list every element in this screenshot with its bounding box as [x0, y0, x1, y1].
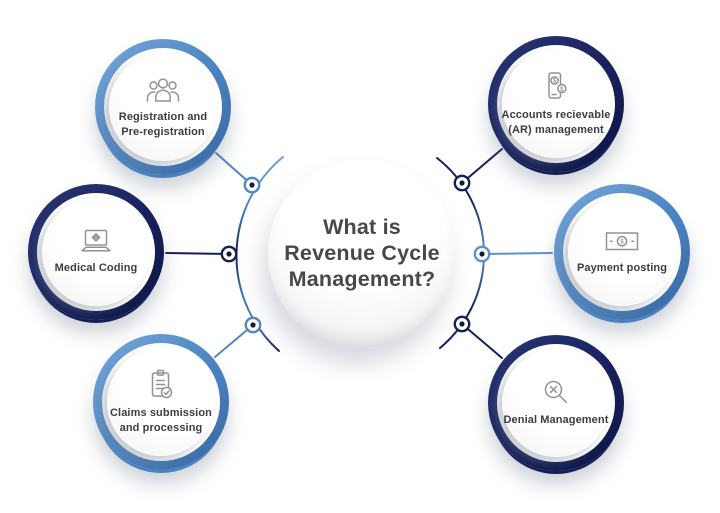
node-content: $ Payment posting	[554, 184, 690, 320]
node-payment-posting: $ Payment posting	[554, 184, 690, 320]
phone-dollar-icon: $ $	[548, 72, 567, 99]
svg-text:$: $	[620, 240, 624, 246]
node-content: Medical Coding	[28, 184, 164, 320]
node-content: $ $ Accounts recievable (AR) management	[488, 36, 624, 172]
dollar-bill-icon: $	[605, 232, 639, 251]
node-inner-circle	[568, 198, 676, 306]
bullseye-node-mid-right	[473, 245, 491, 263]
node-content: Registration and Pre-registration	[95, 39, 231, 175]
bullseye-node-top-left	[243, 176, 261, 194]
node-ar-management: $ $ Accounts recievable (AR) management	[488, 36, 624, 172]
svg-text:$: $	[560, 87, 564, 93]
node-label: Accounts recievable (AR) management	[501, 109, 611, 136]
node-content: Denial Management	[488, 335, 624, 471]
search-x-icon	[544, 381, 568, 404]
connector-ar-management	[461, 148, 503, 184]
bullseye-node-top-right	[453, 174, 471, 192]
node-inner-circle	[502, 349, 610, 457]
node-registration: Registration and Pre-registration	[95, 39, 231, 175]
node-inner-circle	[502, 50, 610, 158]
diagram-title: What is Revenue Cycle Management?	[284, 215, 440, 291]
connector-payment-posting	[481, 252, 553, 255]
bullseye-node-bottom-left	[244, 316, 262, 334]
node-inner-circle	[107, 348, 215, 456]
node-content: Claims submission and processing	[93, 334, 229, 470]
connector-denial-management	[461, 323, 503, 359]
node-label: Claims submission and processing	[110, 407, 212, 434]
clipboard-check-icon	[151, 369, 173, 399]
center-question-circle: What is Revenue Cycle Management?	[268, 160, 456, 348]
node-inner-circle	[109, 53, 217, 161]
laptop-medical-icon	[81, 230, 111, 252]
node-label: Denial Management	[503, 414, 609, 427]
bullseye-node-bottom-right	[453, 315, 471, 333]
node-medical-coding: Medical Coding	[28, 184, 164, 320]
people-group-icon	[146, 78, 180, 102]
node-label: Payment posting	[576, 262, 668, 275]
svg-text:$: $	[553, 79, 557, 85]
node-denial-management: Denial Management	[488, 335, 624, 471]
connector-medical-coding	[165, 252, 230, 255]
node-claims: Claims submission and processing	[93, 334, 229, 470]
bullseye-node-mid-left	[220, 245, 238, 263]
node-label: Registration and Pre-registration	[118, 111, 208, 138]
node-inner-circle	[42, 198, 150, 306]
node-label: Medical Coding	[54, 262, 138, 275]
